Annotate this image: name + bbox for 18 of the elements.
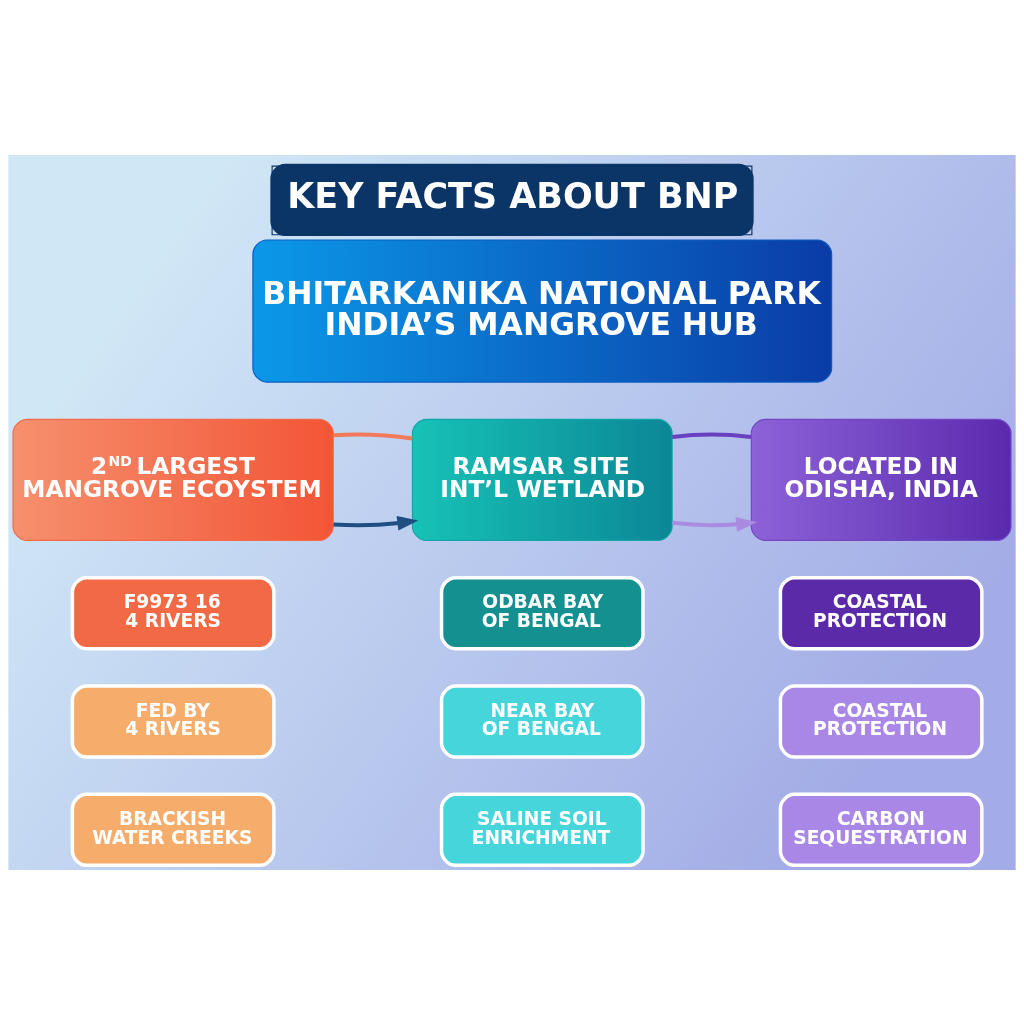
node-box: NEAR BAY OF BENGAL xyxy=(439,683,645,759)
node-box: BRACKISH WATER CREEKS xyxy=(70,792,276,867)
node-box: ODBAR BAY OF BENGAL xyxy=(439,575,645,650)
node-box: RAMSAR SITE INT’L WETLAND xyxy=(411,418,673,541)
connector xyxy=(672,431,752,439)
node-box: COASTAL PROTECTION xyxy=(778,575,984,650)
node-box: 2$^{ND}$ LARGEST MANGROVE ECOYSTEM xyxy=(12,418,334,541)
node-box: COASTAL PROTECTION xyxy=(778,683,984,759)
node-box: F9973 16 4 RIVERS xyxy=(70,575,276,650)
diagram-title: KEY FACTS ABOUT BNP xyxy=(287,175,739,216)
connector xyxy=(333,431,413,440)
node-box: FED BY 4 RIVERS xyxy=(70,683,276,759)
arrow xyxy=(333,515,419,531)
node-box: BHITARKANIKA NATIONAL PARK INDIA’S MANGROVE HUB xyxy=(252,238,833,383)
node-box: LOCATED IN ODISHA, INDIA xyxy=(750,418,1012,541)
node-box: CARBON SEQUESTRATION xyxy=(778,792,984,867)
node-box: SALINE SOIL ENRICHMENT xyxy=(439,792,645,867)
arrow xyxy=(672,516,758,532)
